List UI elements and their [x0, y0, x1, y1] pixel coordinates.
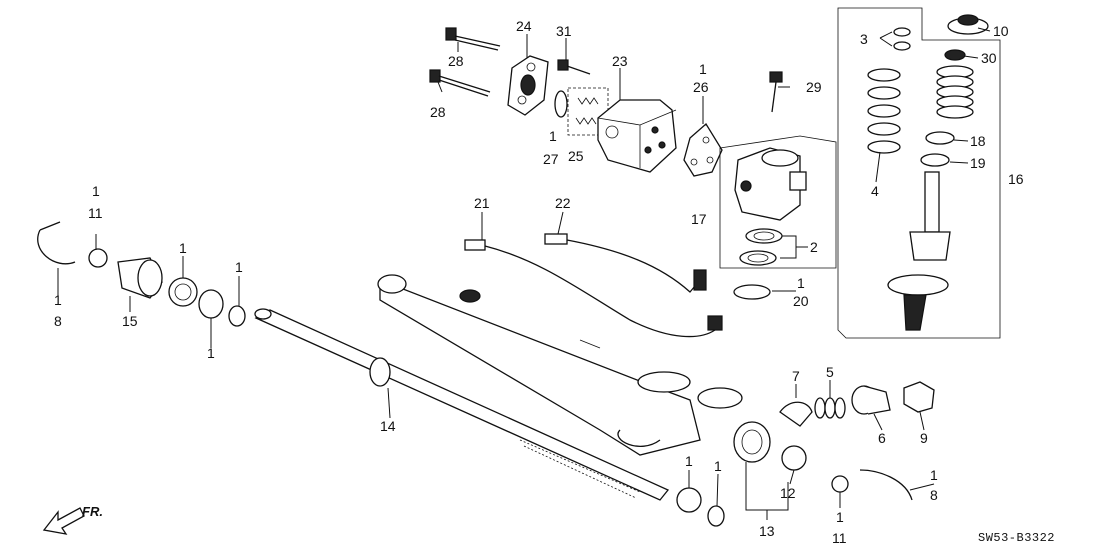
callout-25: 25 [568, 148, 584, 164]
callout-7: 7 [792, 368, 800, 384]
callout-1-l: 1 [930, 467, 938, 483]
callout-1-j: 1 [714, 458, 722, 474]
callout-27: 27 [543, 151, 559, 167]
callout-12: 12 [780, 485, 796, 501]
callout-1-h: 1 [207, 345, 215, 361]
callout-labels: 24 31 23 28 28 1 26 29 1 27 25 3 10 30 1… [54, 18, 1024, 546]
diagram-code: SW53-B3322 [978, 531, 1055, 545]
seal-7 [779, 401, 813, 427]
cap-10 [947, 14, 989, 35]
plate-24 [507, 55, 549, 116]
callout-1-i: 1 [685, 453, 693, 469]
callout-6: 6 [878, 430, 886, 446]
bolt-28-upper [445, 27, 501, 51]
nut-11-left [88, 248, 108, 268]
boot-12 [781, 445, 807, 471]
bolt-31 [557, 59, 591, 75]
callout-1-f: 1 [179, 240, 187, 256]
front-direction-indicator: FR. [42, 504, 103, 535]
gasket-26 [683, 123, 723, 177]
callout-23: 23 [612, 53, 628, 69]
pipe-21 [464, 239, 723, 338]
pipe-22 [544, 233, 707, 293]
ring-1d [707, 505, 725, 527]
group-box-17 [719, 135, 837, 269]
callout-26: 26 [693, 79, 709, 95]
callout-9: 9 [920, 430, 928, 446]
callout-13: 13 [759, 523, 775, 539]
callout-1-c: 1 [797, 275, 805, 291]
callout-21: 21 [474, 195, 490, 211]
cylinder-13 [733, 421, 771, 463]
callout-24: 24 [516, 18, 532, 34]
callout-11-left: 11 [88, 205, 103, 221]
bushing-1 [168, 277, 198, 307]
callout-18: 18 [970, 133, 986, 149]
callout-2: 2 [810, 239, 818, 255]
callout-29: 29 [806, 79, 822, 95]
callout-28-lower: 28 [430, 104, 446, 120]
clamp-8-right [859, 469, 913, 501]
callout-14: 14 [380, 418, 396, 434]
locknut-9 [903, 381, 935, 413]
callout-19: 19 [970, 155, 986, 171]
callout-28-upper: 28 [448, 53, 464, 69]
nut-30 [944, 49, 966, 61]
callout-1-d: 1 [92, 183, 100, 199]
bolt-29 [769, 71, 783, 113]
callout-4: 4 [871, 183, 879, 199]
oring-27 [554, 90, 568, 118]
group-box-16 [837, 7, 1001, 339]
rack-14 [254, 308, 670, 501]
callout-22: 22 [555, 195, 571, 211]
callout-1-a: 1 [699, 61, 707, 77]
pinion-housing-17 [734, 147, 807, 221]
callout-1-k: 1 [836, 509, 844, 525]
washers-3 [893, 27, 911, 51]
callout-8-left: 8 [54, 313, 62, 329]
steering-housing [377, 274, 743, 456]
callout-3: 3 [860, 31, 868, 47]
nut-11-right [831, 475, 849, 493]
ring-1b [228, 305, 246, 327]
callout-1-b: 1 [549, 128, 557, 144]
callout-16: 16 [1008, 171, 1024, 187]
callout-1-e: 1 [54, 292, 62, 308]
bolt-28-lower [429, 69, 491, 97]
seal-18 [925, 131, 955, 145]
callout-30: 30 [981, 50, 997, 66]
callout-17: 17 [691, 211, 707, 227]
callout-10: 10 [993, 23, 1009, 39]
leader-lines [57, 27, 991, 520]
ring-1a [198, 289, 224, 319]
clamp-8-left [37, 221, 76, 265]
front-label: FR. [82, 504, 103, 519]
plug-6 [851, 385, 891, 415]
spring-pack [936, 65, 974, 119]
bearings-2 [739, 228, 783, 266]
callout-31: 31 [556, 23, 572, 39]
callout-20: 20 [793, 293, 809, 309]
callout-1-g: 1 [235, 259, 243, 275]
pinion-shaft [887, 171, 951, 331]
oring-20 [733, 284, 771, 300]
boot-15 [117, 257, 163, 299]
spring-5 [814, 397, 846, 419]
callout-15: 15 [122, 313, 138, 329]
callout-11-right: 11 [832, 530, 847, 546]
valve-body-23 [597, 99, 677, 173]
front-arrow-icon [42, 507, 85, 535]
ring-19 [920, 153, 950, 167]
ring-1c [676, 487, 702, 513]
callout-5: 5 [826, 364, 834, 380]
callout-8-right: 8 [930, 487, 938, 503]
seals-4 [867, 68, 901, 154]
